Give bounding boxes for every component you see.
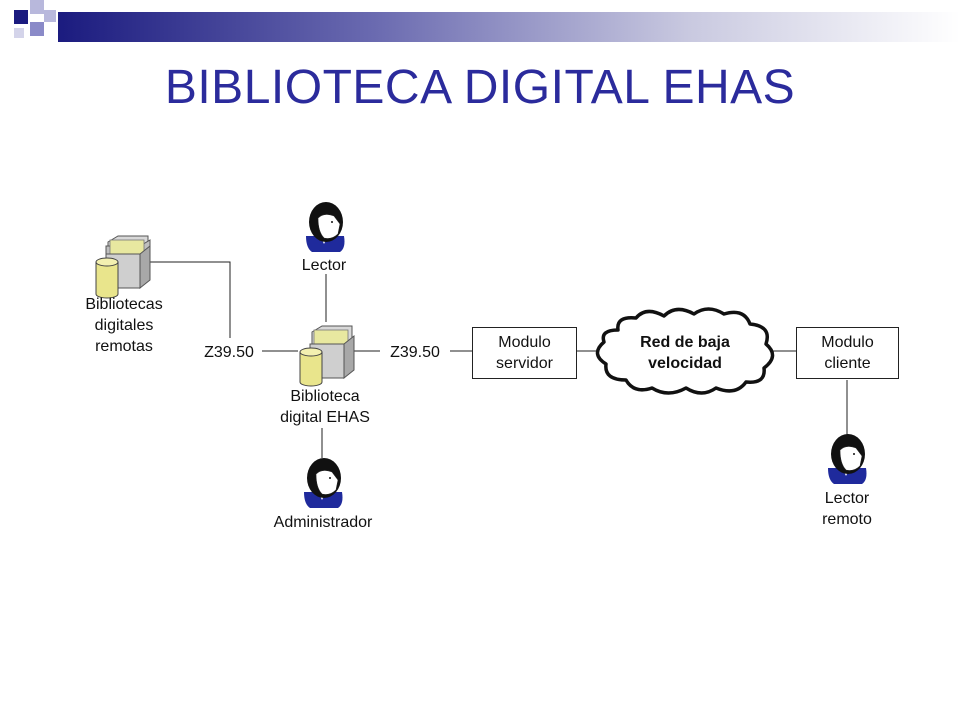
network-label: Red de baja velocidad: [610, 332, 760, 374]
decor-square: [30, 0, 44, 14]
client-module-line1: Modulo: [821, 334, 874, 351]
decor-square: [30, 22, 44, 36]
title-decoration: [0, 0, 960, 48]
server-module-line2: servidor: [496, 355, 553, 372]
server-module-box: Modulo servidor: [472, 327, 577, 379]
person-icon: [304, 458, 343, 508]
person-icon: [306, 202, 345, 252]
network-cloud-shape: [595, 307, 775, 395]
client-module-line2: cliente: [824, 355, 871, 372]
remote-libraries-label: Bibliotecas digitales remotas: [66, 294, 182, 357]
connector-lines: [148, 261, 848, 458]
reader-label: Lector: [301, 257, 347, 274]
database-folder-icon: [299, 325, 355, 387]
decor-square: [14, 10, 28, 24]
protocol-right-label: Z39.50: [390, 344, 440, 361]
person-icon: [828, 434, 867, 484]
connector-remote-libraries: [148, 261, 231, 338]
remote-libraries-line1: Bibliotecas: [85, 296, 163, 313]
ehas-library-label: Biblioteca digital EHAS: [264, 386, 386, 428]
remote-reader-label: Lector remoto: [804, 488, 890, 530]
remote-libraries-line3: remotas: [95, 338, 153, 355]
remote-libraries-line2: digitales: [94, 317, 154, 334]
network-line2: velocidad: [648, 355, 722, 372]
decor-square: [44, 10, 56, 22]
database-folder-icon: [95, 235, 151, 299]
ehas-library-line2: digital EHAS: [280, 409, 370, 426]
client-module-box: Modulo cliente: [796, 327, 899, 379]
protocol-left-label: Z39.50: [204, 344, 254, 361]
network-line1: Red de baja: [640, 334, 730, 351]
administrator-label: Administrador: [273, 514, 373, 531]
decor-square: [14, 28, 24, 38]
remote-reader-line1: Lector: [824, 490, 870, 507]
remote-reader-line2: remoto: [822, 511, 872, 528]
server-module-line1: Modulo: [498, 334, 551, 351]
slide-title: BIBLIOTECA DIGITAL EHAS: [164, 61, 796, 114]
ehas-library-line1: Biblioteca: [290, 388, 360, 405]
title-gradient-band: [58, 12, 960, 42]
